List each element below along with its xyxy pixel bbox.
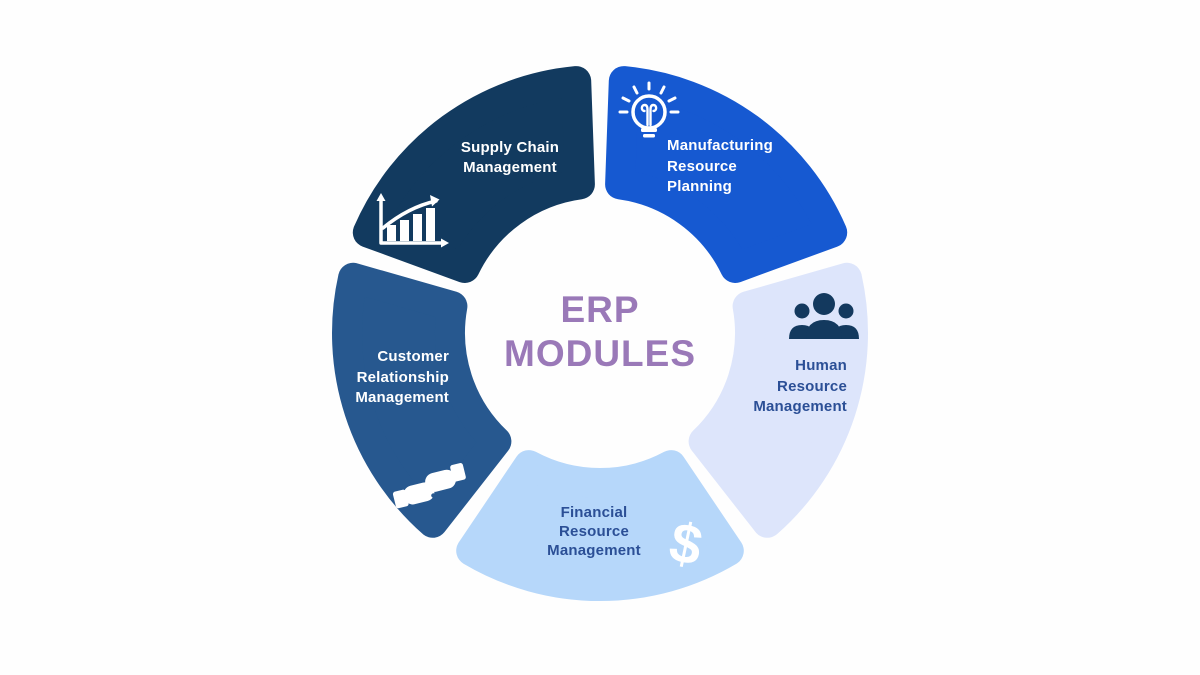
page-title: ERP MODULES bbox=[450, 288, 750, 376]
label-financial-resource-management: Financial Resource Management bbox=[547, 504, 641, 559]
label-manufacturing-resource-planning: Manufacturing Resource Planning bbox=[667, 137, 773, 196]
segment-customer-relationship-management bbox=[332, 262, 512, 538]
label-human-resource-management: Human Resource Management bbox=[753, 357, 847, 416]
label-supply-chain-management: Supply Chain Management bbox=[460, 139, 560, 176]
bar-chart-icon bbox=[376, 193, 449, 248]
label-customer-relationship-management: Customer Relationship Management bbox=[355, 348, 449, 407]
people-icon bbox=[789, 293, 859, 339]
handshake-icon bbox=[392, 463, 466, 509]
title-line-modules: MODULES bbox=[504, 333, 696, 374]
segment-human-resource-management bbox=[688, 262, 868, 538]
segment-financial-resource-management bbox=[456, 450, 744, 601]
lightbulb-icon bbox=[618, 81, 680, 138]
segment-manufacturing-resource-planning bbox=[605, 66, 848, 283]
title-line-erp: ERP bbox=[560, 289, 640, 330]
